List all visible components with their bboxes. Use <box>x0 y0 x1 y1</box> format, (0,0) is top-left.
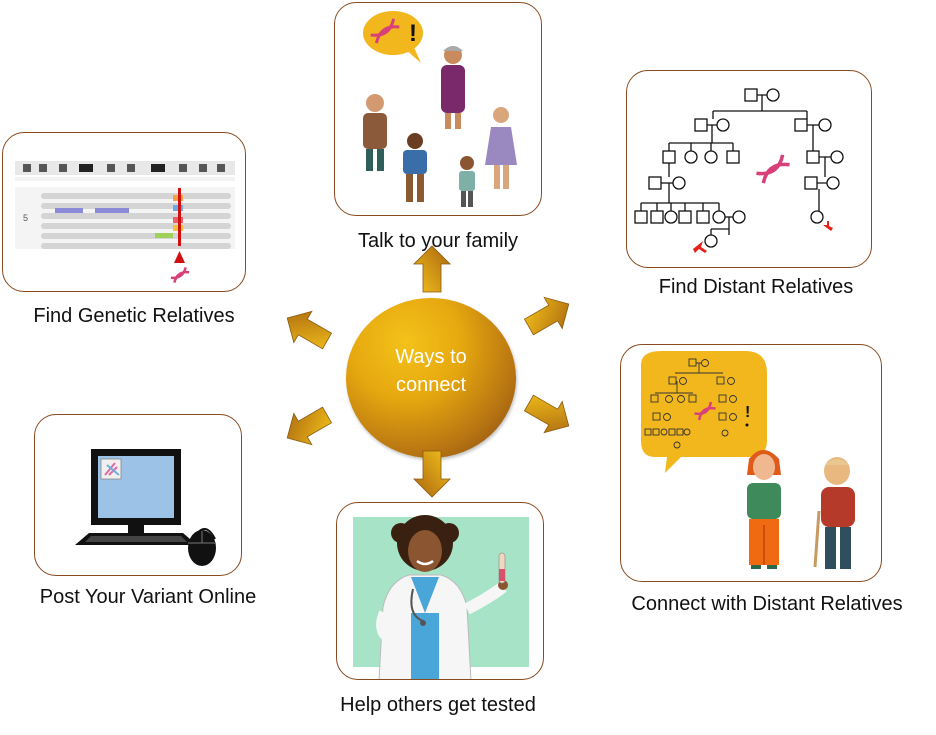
caption-post-variant: Post Your Variant Online <box>39 586 257 608</box>
relatives-illustration: ! <box>641 351 855 569</box>
panel-talk-family: ! <box>334 2 542 216</box>
hub-label-line1: Ways to <box>395 346 467 368</box>
panel-find-distant <box>626 70 872 268</box>
dna-icon <box>756 154 790 184</box>
ways-to-connect-hub: Ways to connect <box>346 298 516 458</box>
caption-help-tested: Help others get tested <box>340 694 536 716</box>
family-illustration: ! <box>363 11 517 207</box>
genome-browser-illustration <box>15 161 235 283</box>
arrow-upper-right <box>519 288 579 343</box>
genome-row-label: 5 <box>23 213 29 223</box>
panel-find-genetic: 5 <box>2 132 246 292</box>
arrow-lower-right <box>519 387 579 442</box>
panel-help-tested <box>336 502 544 680</box>
doctor-illustration <box>353 515 529 679</box>
dna-icon <box>694 401 716 421</box>
caption-connect-distant: Connect with Distant Relatives <box>631 593 903 615</box>
caption-talk-family: Talk to your family <box>357 230 519 252</box>
pedigree-chart <box>644 358 737 449</box>
arrow-lower-left <box>277 399 337 454</box>
svg-text:!: ! <box>409 20 417 47</box>
svg-text:!: ! <box>745 404 750 421</box>
pedigree-chart <box>634 88 844 253</box>
computer-icon <box>75 449 216 545</box>
arrow-upper-left <box>277 302 337 357</box>
pointer-arrow <box>823 221 833 231</box>
caption-find-distant: Find Distant Relatives <box>658 276 854 298</box>
hub-label-line2: connect <box>395 374 467 396</box>
panel-post-variant <box>34 414 242 576</box>
caption-find-genetic: Find Genetic Relatives <box>33 305 235 327</box>
dna-icon <box>170 267 190 283</box>
arrow-down <box>413 450 451 498</box>
dna-icon <box>370 18 400 44</box>
panel-connect-distant: ! <box>620 344 882 582</box>
pointer-arrow <box>693 241 707 253</box>
mouse-icon <box>188 530 216 566</box>
